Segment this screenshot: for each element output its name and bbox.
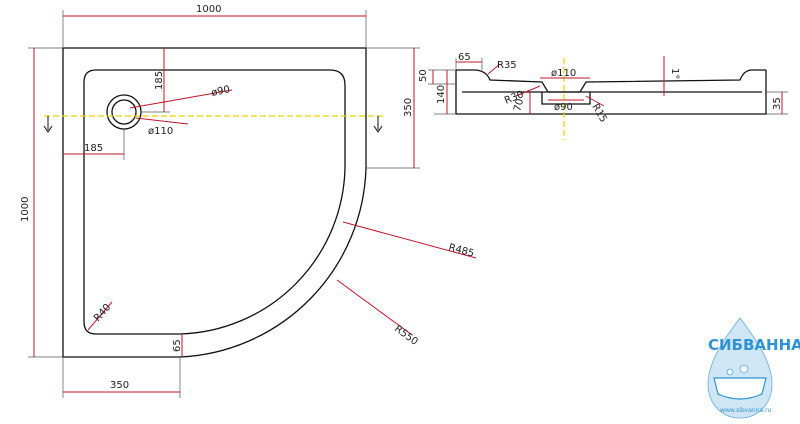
section-drain-inner: ø90 (554, 102, 573, 113)
dim-corner-radius: R40 (92, 302, 113, 324)
section-right-rim-height: 35 (772, 97, 783, 110)
section-drain-outer: ø110 (551, 68, 576, 79)
dim-height-left: 1000 (20, 197, 31, 222)
bathtub-icon (713, 377, 767, 400)
section-rim-radius: R35 (497, 60, 517, 71)
section-total-height: 140 (436, 85, 447, 104)
section-rim-width: 65 (458, 52, 471, 63)
tray-outer-outline (62, 47, 367, 358)
section-drain-depth: 70 (512, 98, 526, 113)
section-arrow-left-icon (43, 116, 53, 133)
section-view: 65 R35 50 140 ø110 R30 70 ø90 R15 1° (418, 52, 788, 140)
section-profile-top (456, 69, 766, 93)
dim-outer-radius: R550 (392, 324, 420, 348)
dim-width-top: 1000 (196, 4, 221, 15)
plan-view: 1000 1000 185 185 ø90 ø110 350 350 65 (20, 4, 477, 398)
section-rim-height: 50 (418, 69, 429, 82)
dim-inner-radius: R485 (447, 242, 475, 259)
tray-inner-outline (83, 69, 346, 335)
dim-rim-width-bottom: 65 (172, 339, 183, 352)
brand-name: СИБВАННА (708, 336, 800, 354)
section-drain-fillet: R15 (589, 102, 608, 125)
dim-straight-side-bottom: 350 (110, 380, 129, 391)
dim-drain-inner-diameter: ø90 (210, 84, 231, 99)
section-arrow-right-icon (373, 116, 383, 133)
drain-inner-circle (111, 99, 137, 125)
dim-drain-outer-diameter: ø110 (148, 126, 173, 137)
brand-url: www.sibvanna.ru (720, 407, 772, 414)
section-slope: 1° (669, 68, 680, 79)
dim-drain-offset-left: 185 (84, 143, 103, 154)
dim-straight-side-right: 350 (403, 98, 414, 117)
dim-drain-offset-top: 185 (154, 71, 165, 90)
brand-logo: СИБВАННА www.sibvanna.ru (707, 317, 800, 419)
